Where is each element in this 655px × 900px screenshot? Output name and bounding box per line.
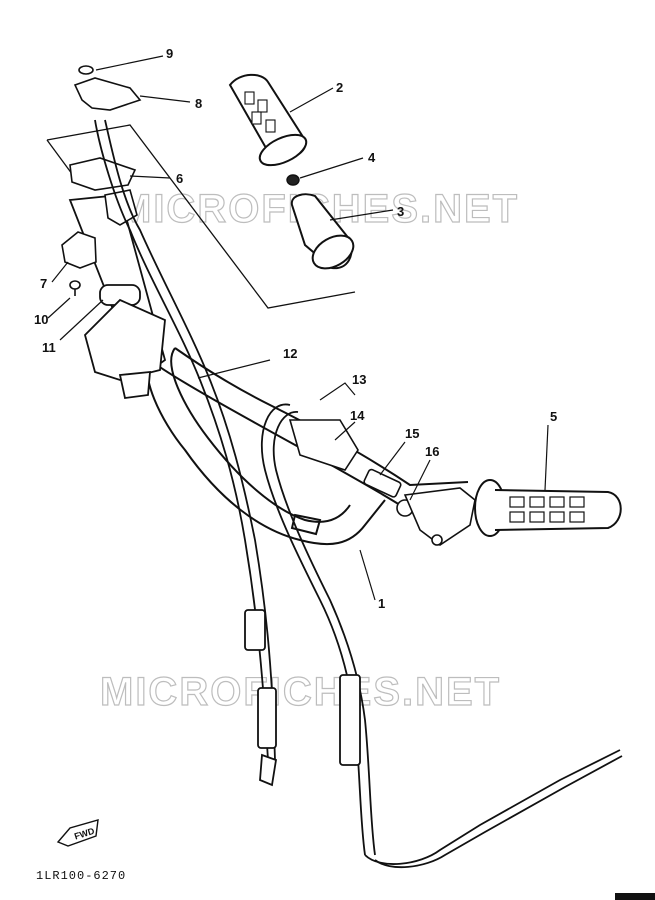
throttle-cable <box>94 119 278 787</box>
figure-code: 1LR100-6270 <box>36 869 126 883</box>
callout-4: 4 <box>368 150 376 165</box>
fwd-arrow-icon: FWD <box>56 819 99 847</box>
throttle-housing <box>69 65 142 226</box>
callout-6: 6 <box>176 171 183 186</box>
holder-part-7 <box>61 231 97 296</box>
throttle-tube-part-3 <box>290 193 355 270</box>
callout-7: 7 <box>40 276 47 291</box>
clutch-cable <box>260 403 623 869</box>
callout-16: 16 <box>425 444 439 459</box>
corner-mark <box>615 893 655 900</box>
callout-5: 5 <box>550 409 557 424</box>
spacer-part-4 <box>286 174 300 186</box>
callout-11: 11 <box>42 340 56 355</box>
callout-13: 13 <box>352 372 366 387</box>
watermark-bottom: MICROFICHES.NET <box>100 670 501 714</box>
callout-1: 1 <box>378 596 385 611</box>
callout-14: 14 <box>350 408 365 423</box>
callout-10: 10 <box>34 312 48 327</box>
grip-part-5 <box>474 479 622 537</box>
callout-3: 3 <box>397 204 404 219</box>
callout-8: 8 <box>195 96 202 111</box>
callout-12: 12 <box>283 346 297 361</box>
leader-lines <box>47 55 549 601</box>
clutch-adjuster <box>288 419 414 517</box>
callout-15: 15 <box>405 426 419 441</box>
callout-2: 2 <box>336 80 343 95</box>
grip-part-2 <box>228 73 308 167</box>
callout-9: 9 <box>166 46 173 61</box>
clutch-perch <box>403 487 476 546</box>
